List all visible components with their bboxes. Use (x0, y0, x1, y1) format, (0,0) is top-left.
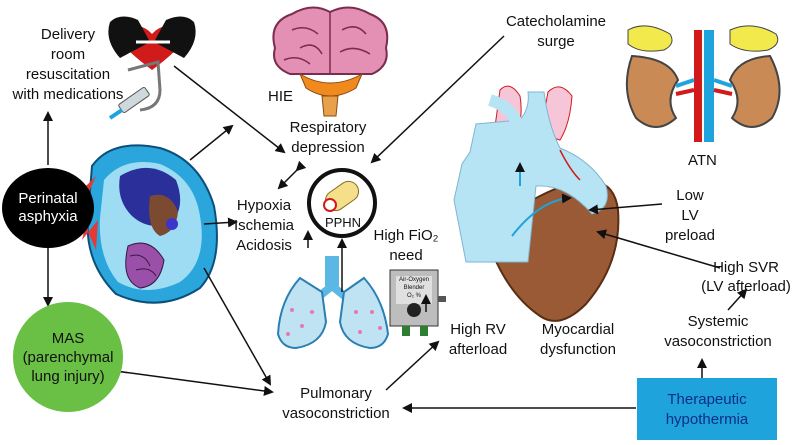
pphn-label: PPHN (324, 215, 362, 230)
oxygen-blender-icon (389, 269, 446, 336)
low-lv-preload-label: Low LV preload (664, 187, 716, 244)
therapeutic-hypothermia-label: Therapeutic hypothermia (665, 391, 749, 428)
perinatal-asphyxia-oval (2, 168, 94, 248)
high-fio2-label: High FiO₂ need (373, 227, 439, 264)
heart-icon (453, 85, 620, 322)
high-rv-afterload-label: High RV afterload (448, 321, 508, 358)
arrows (43, 35, 748, 413)
delivery-room-label: Delivery room resuscitation with medicat… (12, 26, 124, 103)
pulmonary-vasoconstriction-label: Pulmonary vasoconstriction (282, 385, 390, 422)
systemic-vasoconstriction-label: Systemic vasoconstriction (664, 313, 772, 350)
therapeutic-hypothermia-box (637, 378, 777, 440)
high-svr-label: High SVR (LV afterload) (701, 259, 791, 295)
brain-icon (272, 6, 389, 117)
hypoxia-ischemia-acidosis-label: Hypoxia Ischemia Acidosis (233, 197, 295, 254)
perinatal-asphyxia-label: Perinatal asphyxia (18, 190, 78, 225)
fetus-uterus-icon (80, 144, 218, 304)
syringe-icon (108, 60, 162, 120)
mas-label: MAS (parenchymal lung injury) (22, 330, 114, 385)
blender-label: Air-Oxygen Blender O₂ % (398, 277, 429, 299)
pphn-vessel-icon (307, 168, 377, 238)
catecholamine-surge-label: Catecholamine surge (505, 13, 607, 50)
lungs-icon (276, 256, 390, 350)
myocardial-dysfunction-label: Myocardial dysfunction (540, 321, 616, 358)
heart-hands-icon (108, 16, 196, 70)
atn-label: ATN (688, 152, 717, 169)
respiratory-depression-label: Respiratory depression (289, 119, 367, 156)
hie-label: HIE (268, 88, 294, 105)
mas-circle (13, 302, 123, 412)
kidneys-icon (625, 25, 781, 142)
